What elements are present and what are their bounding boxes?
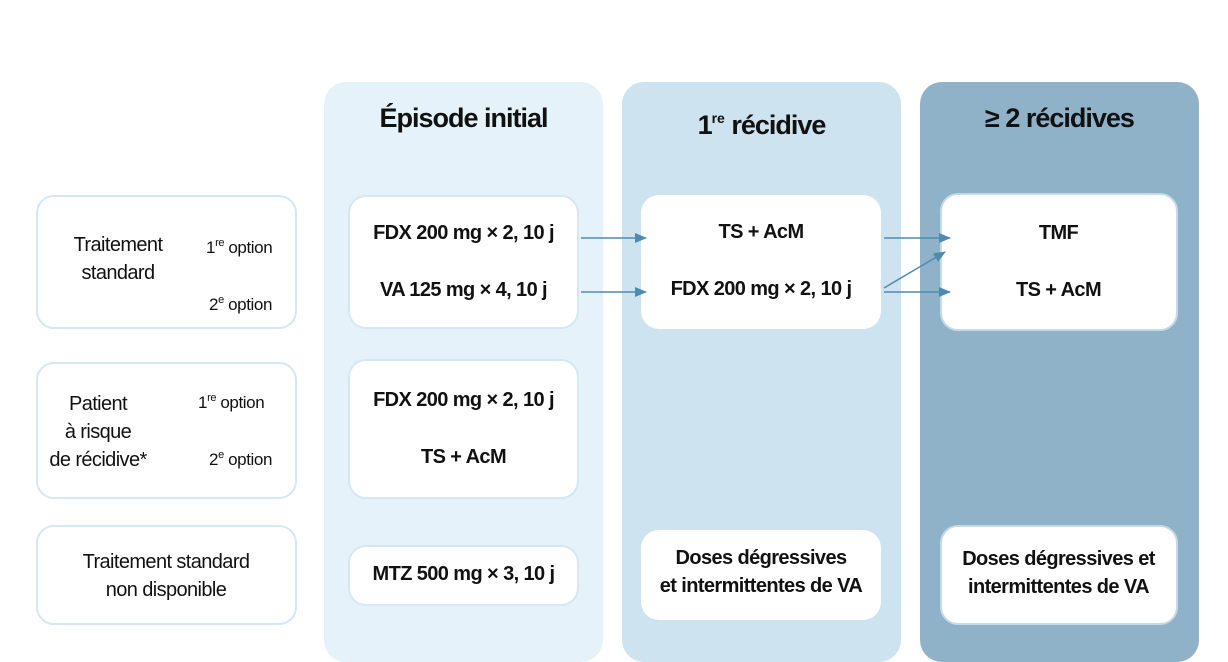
arrow-fdx-to-tmf <box>883 251 946 289</box>
recidive1-standard-box: TS + AcM FDX 200 mg × 2, 10 j <box>641 195 881 329</box>
label-line: Traitement standard <box>82 551 250 573</box>
header-premiere-recidive: 1re récidive <box>622 100 901 140</box>
opt-num: 2 <box>209 450 219 469</box>
recidive2-standard-box: TMF TS + AcM <box>940 193 1178 331</box>
initial-standard-box: FDX 200 mg × 2, 10 j VA 125 mg × 4, 10 j <box>348 195 579 329</box>
treatment-line: Doses dégressives <box>675 547 847 569</box>
opt-text: option <box>216 393 265 412</box>
treatment-option-1: TMF <box>1038 222 1079 244</box>
header-num: 1 <box>697 110 713 140</box>
option-1-label: 1re option <box>206 237 273 258</box>
label-line: Patient <box>68 393 128 415</box>
opt-text: option <box>224 238 273 257</box>
label-line: standard <box>81 262 155 284</box>
treatment-line: et intermittentes de VA <box>659 575 863 597</box>
header-sup: re <box>711 110 725 126</box>
treatment-option-2: TS + AcM <box>1015 279 1102 301</box>
row-label-indisponible: Traitement standard non disponible <box>36 525 297 625</box>
opt-sup: e <box>218 449 224 461</box>
treatment-option-2: FDX 200 mg × 2, 10 j <box>670 278 852 300</box>
initial-indisponible-box: MTZ 500 mg × 3, 10 j <box>348 545 579 606</box>
header-text: récidive <box>724 110 826 140</box>
opt-text: option <box>223 450 273 469</box>
recidive1-indisponible-box: Doses dégressives et intermittentes de V… <box>641 530 881 620</box>
treatment-option-1: MTZ 500 mg × 3, 10 j <box>372 563 556 585</box>
label-line: non disponible <box>105 579 227 601</box>
header-episode-initial: Épisode initial <box>379 103 548 133</box>
opt-num: 1 <box>206 238 216 257</box>
initial-risque-box: FDX 200 mg × 2, 10 j TS + AcM <box>348 359 579 499</box>
treatment-option-1: TS + AcM <box>718 221 804 243</box>
treatment-line: Doses dégressives et <box>962 548 1155 570</box>
option-2-label: 2e option <box>209 294 272 315</box>
label-line: à risque <box>64 421 132 443</box>
treatment-option-2: TS + AcM <box>420 446 507 468</box>
opt-num: 1 <box>198 393 208 412</box>
opt-text: option <box>223 295 273 314</box>
row-label-standard: Traitement standard 1re option 2e option <box>36 195 297 329</box>
treatment-option-2: VA 125 mg × 4, 10 j <box>379 279 548 301</box>
row-label-risque: Patient à risque de récidive* 1re option… <box>36 362 297 499</box>
treatment-line: intermittentes de VA <box>968 576 1150 598</box>
header-deux-recidives: ≥ 2 récidives <box>985 103 1135 133</box>
treatment-option-1: FDX 200 mg × 2, 10 j <box>373 389 554 411</box>
label-line: de récidive* <box>49 449 147 471</box>
opt-sup: re <box>207 392 217 404</box>
treatment-option-1: FDX 200 mg × 2, 10 j <box>373 222 554 244</box>
flow-arrows <box>581 233 951 297</box>
option-2-label: 2e option <box>209 449 272 470</box>
recidive2-indisponible-box: Doses dégressives et intermittentes de V… <box>940 525 1178 625</box>
opt-sup: e <box>218 294 224 306</box>
option-1-label: 1re option <box>198 392 265 413</box>
opt-num: 2 <box>209 295 219 314</box>
label-line: Traitement <box>73 234 163 256</box>
opt-sup: re <box>215 237 225 249</box>
